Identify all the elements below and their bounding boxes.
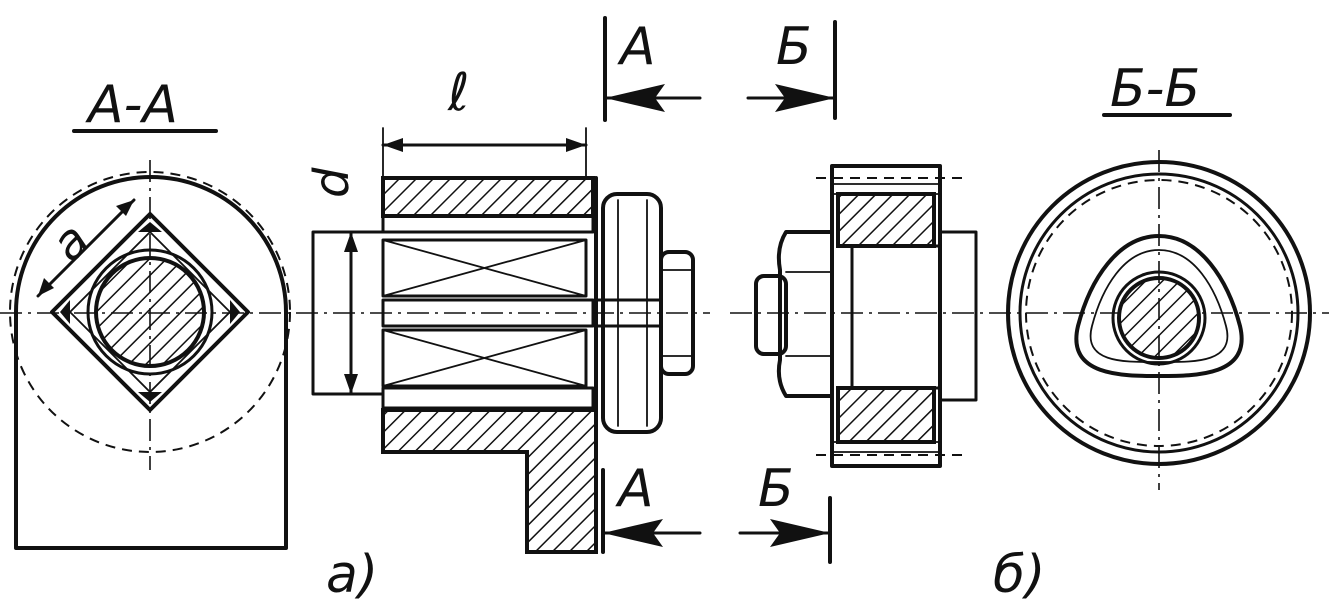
figure-a-label: а) — [326, 545, 378, 605]
dim-d-arrow-bottom — [344, 374, 358, 394]
square-shaft-lower — [381, 328, 588, 388]
figure-b-label: б) — [993, 545, 1045, 605]
cut-b-arrow-top-head — [775, 84, 835, 112]
dim-l-arrow-right — [566, 138, 586, 152]
b-collar-hatch-top — [836, 192, 936, 248]
corner-fillet-right — [230, 300, 240, 324]
square-shaft-upper — [381, 238, 588, 298]
cut-a-label-bottom: А — [615, 459, 654, 519]
b-bore — [850, 244, 942, 390]
cut-b-label-bottom: Б — [758, 459, 794, 519]
b-collar-hatch-bottom — [836, 386, 936, 444]
dim-d-arrow-top — [344, 232, 358, 252]
square-shaft-upper-x2 — [382, 239, 587, 297]
b-triangle-profile-inner — [1089, 249, 1229, 363]
assembly-b-view: Б Б б) — [730, 17, 1329, 605]
cut-b-label-top: Б — [776, 17, 812, 77]
section-b-b-view: Б-Б — [1006, 59, 1312, 490]
b-bolt-head-small — [754, 274, 788, 356]
dim-l-arrow-left — [383, 138, 403, 152]
assembly-a-view: ℓ d — [0, 16, 710, 605]
dim-a-arrow-2 — [116, 200, 134, 216]
corner-fillet-left — [60, 300, 70, 324]
dim-l-label: ℓ — [447, 63, 469, 123]
cut-a-arrow-top-head — [605, 84, 665, 112]
b-nut — [776, 230, 834, 398]
dim-a-arrow-1 — [38, 278, 54, 296]
hidden-circle — [10, 172, 290, 452]
bushing-band-bottom — [381, 386, 595, 410]
b-shaft-stub — [938, 230, 978, 402]
bushing-band-top — [381, 214, 595, 234]
section-a-a-label: А-А — [85, 75, 178, 135]
cut-b-arrow-bottom-head — [770, 519, 830, 547]
cut-a-label-top: А — [617, 17, 656, 77]
dim-d-label: d — [304, 167, 360, 198]
section-a-a-view: А-А a — [10, 75, 290, 550]
square-shaft-lower-x2 — [382, 329, 587, 387]
cut-a-arrow-bottom-head — [603, 519, 663, 547]
housing-wall-top — [381, 176, 595, 218]
section-b-b-label: Б-Б — [1110, 59, 1200, 119]
housing-wall-bottom — [381, 408, 598, 554]
dim-a-line — [36, 198, 136, 298]
housing-outline — [14, 175, 288, 550]
